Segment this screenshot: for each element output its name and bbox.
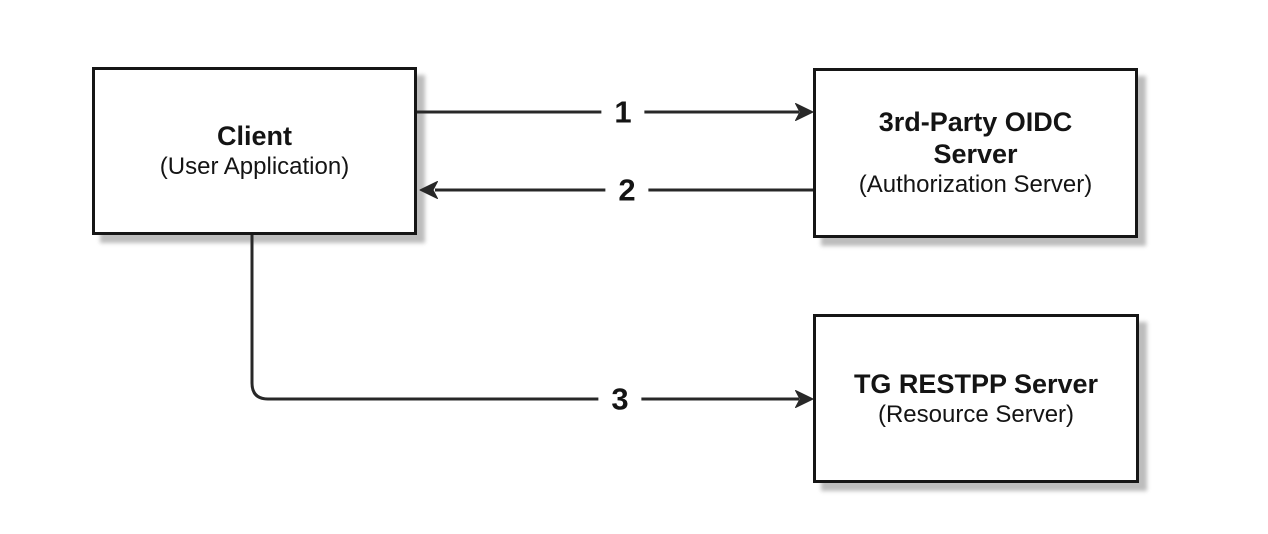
- node-client-title: Client: [216, 121, 292, 151]
- node-restpp-server-subtitle: (Resource Server): [877, 400, 1075, 428]
- edge-3-label: 3: [598, 383, 642, 415]
- edge-2-label: 2: [605, 174, 649, 206]
- edge-2-arrowhead-icon: [419, 181, 438, 199]
- node-oidc-server-subtitle: (Authorization Server): [858, 171, 1093, 198]
- edge-1-arrowhead-icon: [795, 103, 814, 121]
- edge-3-line: [250, 235, 799, 401]
- node-oidc-server-title: 3rd-Party OIDC Server: [878, 107, 1073, 169]
- node-restpp-server: TG RESTPP Server (Resource Server): [813, 314, 1139, 483]
- node-client-subtitle: (User Application): [159, 153, 350, 180]
- node-oidc-server: 3rd-Party OIDC Server (Authorization Ser…: [813, 68, 1138, 238]
- edge-1-label: 1: [601, 96, 645, 128]
- edge-3-arrowhead-icon: [795, 390, 814, 408]
- node-client: Client (User Application): [92, 67, 417, 235]
- node-restpp-server-title: TG RESTPP Server: [853, 368, 1099, 399]
